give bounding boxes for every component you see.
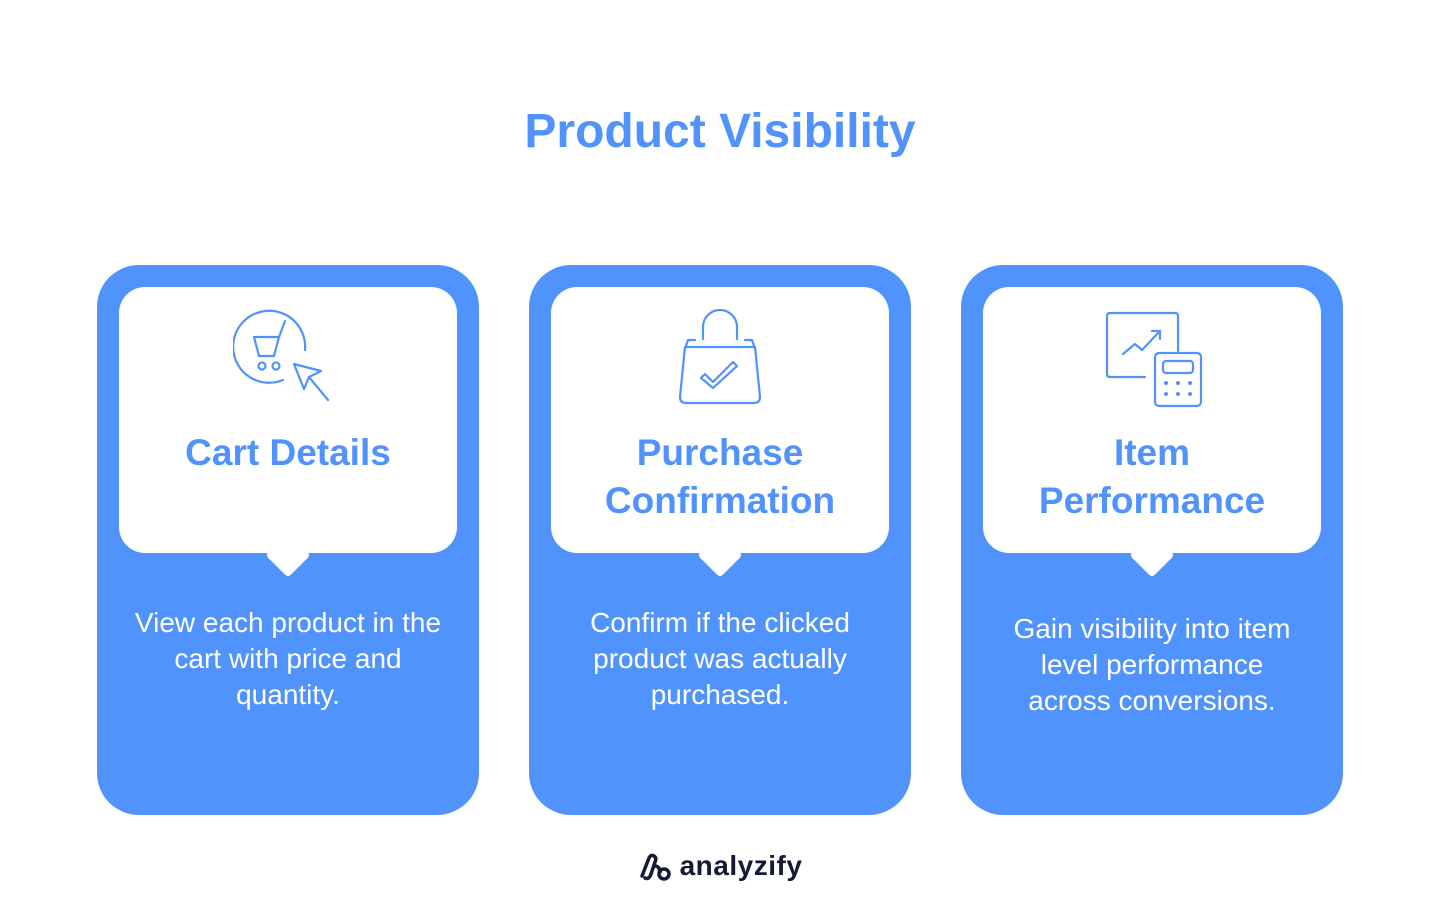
- analyzify-logo: analyzify: [0, 850, 1440, 882]
- cart-cursor-icon: [233, 309, 330, 402]
- speech-tail: [697, 532, 743, 578]
- shopping-bag-check-icon: [678, 309, 762, 405]
- speech-tail: [1129, 532, 1175, 578]
- card-purchase-confirmation: Purchase Confirmation Confirm if the cli…: [529, 265, 911, 815]
- card-header-panel: Cart Details: [119, 287, 457, 578]
- card-cart-details: Cart Details View each product in the ca…: [97, 265, 479, 815]
- page-title: Product Visibility: [524, 105, 916, 158]
- card-title: Cart Details: [185, 432, 391, 473]
- card-title: Item Performance: [1038, 432, 1266, 521]
- card-header-panel: Purchase Confirmation: [551, 287, 889, 578]
- card-item-performance: Item Performance Gain visibility into it…: [961, 265, 1343, 815]
- card-description: Gain visibility into item level performa…: [1013, 613, 1291, 716]
- analyzify-logo-icon: [639, 853, 671, 881]
- card-title: Purchase Confirmation: [604, 432, 836, 521]
- logo-text: analyzify: [679, 850, 803, 881]
- speech-tail: [265, 532, 311, 578]
- card-description: View each product in the cart with price…: [134, 607, 442, 710]
- card-description: Confirm if the clicked product was actua…: [590, 607, 850, 710]
- card-header-panel: Item Performance: [983, 287, 1321, 578]
- chart-calculator-icon: [1105, 311, 1203, 408]
